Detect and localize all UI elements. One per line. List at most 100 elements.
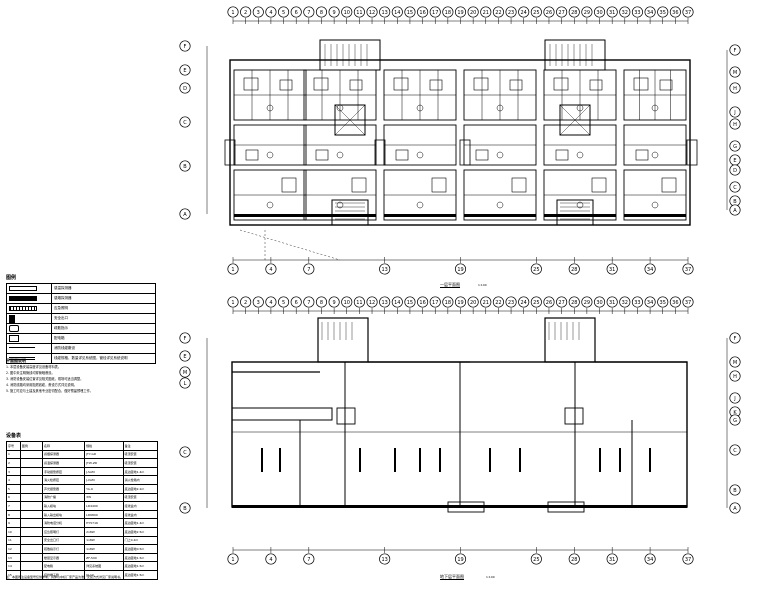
axis-bubble-circle <box>682 263 694 275</box>
axis-bubble-circle <box>669 296 681 308</box>
axis-bubble-circle <box>644 6 656 18</box>
legend-label: 疏散指示 <box>51 323 156 334</box>
axis-bubble-label: 11 <box>356 10 362 16</box>
elevator-shaft <box>334 104 366 136</box>
axis-bubble-label: 2 <box>244 10 247 16</box>
axis-bubble-label: L <box>184 381 187 387</box>
column-axis-bubble-top: 17 <box>429 296 441 308</box>
axis-bubble-circle <box>341 296 353 308</box>
plan-title-basement: 地下层平面图 <box>440 574 464 579</box>
axis-bubble-circle <box>303 6 315 18</box>
axis-bubble-label: 29 <box>584 300 590 306</box>
axis-bubble-label: 32 <box>622 300 628 306</box>
equipment-cell: 底边距地1.5m <box>122 561 159 571</box>
apartment-unit <box>233 69 307 221</box>
axis-bubble-label: 23 <box>508 300 514 306</box>
column-axis-bubble-top: 34 <box>644 6 656 18</box>
axis-bubble-label: 9 <box>333 10 336 16</box>
legend-symbol <box>6 343 52 354</box>
axis-bubble-circle <box>454 6 467 18</box>
column-axis-bubble-bottom: 31 <box>606 553 618 565</box>
equipment-cell <box>19 466 43 477</box>
row-axis-bubble-right: M <box>729 356 741 368</box>
axis-bubble-circle <box>492 296 504 308</box>
axis-bubble-circle <box>619 296 631 308</box>
elevator-shaft <box>559 104 591 136</box>
legend-label: 消防线缆敷设 <box>51 343 156 354</box>
axis-bubble-circle <box>568 6 580 18</box>
axis-bubble-label: J <box>733 110 735 116</box>
axis-bubble-label: 24 <box>521 300 527 306</box>
axis-bubble-label: H <box>733 86 737 92</box>
legend-row: 疏散指示 <box>6 323 156 334</box>
axis-bubble-label: 10 <box>344 300 350 306</box>
bay-window <box>459 139 471 166</box>
legend-symbol <box>6 333 52 344</box>
light-band-icon <box>9 286 37 291</box>
axis-bubble-label: 17 <box>432 300 438 306</box>
equipment-table-title: 设备表 <box>6 433 22 439</box>
axis-bubble-label: 34 <box>647 557 653 563</box>
axis-bubble-label: 37 <box>685 557 691 563</box>
axis-bubble-circle <box>366 6 378 18</box>
axis-bubble-label: 37 <box>685 300 691 306</box>
column-axis-bubble-top: 31 <box>606 296 618 308</box>
equipment-cell: 规格 <box>84 441 124 451</box>
equipment-cell: 底边距地1.4m <box>122 466 159 477</box>
legend-symbol <box>6 303 52 314</box>
axis-bubble-label: 4 <box>269 10 272 16</box>
column-axis-bubble-top: 6 <box>290 6 302 18</box>
axis-bubble-circle <box>404 6 416 18</box>
row-axis-bubble-right: J <box>729 106 741 118</box>
equipment-cell: 底边距地2.2m <box>122 483 159 494</box>
axis-bubble-circle <box>606 6 618 18</box>
row-axis-bubble-left: A <box>179 208 191 220</box>
axis-bubble-circle <box>429 296 441 308</box>
structural-column <box>279 448 281 472</box>
axis-bubble-circle <box>729 356 741 368</box>
fixture-box <box>395 149 409 161</box>
axis-bubble-label: B <box>183 164 187 170</box>
column-axis-bubble-top: 19 <box>454 6 467 18</box>
axis-bubble-label: 5 <box>282 300 285 306</box>
row-axis-bubble-right: A <box>729 502 741 514</box>
stair-well <box>544 39 606 71</box>
lamp-icon <box>9 325 19 332</box>
column-axis-bubble-top: 16 <box>417 296 429 308</box>
axis-bubble-label: C <box>733 185 737 191</box>
fixture-box <box>555 149 569 161</box>
column-axis-bubble-bottom: 7 <box>303 263 315 275</box>
equipment-cell <box>19 544 43 554</box>
axis-bubble-circle <box>303 553 315 565</box>
axis-bubble-label: B <box>733 488 737 494</box>
column-axis-bubble-top: 5 <box>278 296 290 308</box>
column-axis-bubble-top: 15 <box>404 296 416 308</box>
notes-title: 平面图说明 <box>6 358 26 363</box>
axis-bubble-circle <box>682 6 694 18</box>
column-axis-bubble-bottom: 13 <box>379 553 391 565</box>
equipment-cell: 吸顶安装 <box>122 458 159 468</box>
axis-bubble-label: C <box>733 448 737 454</box>
axis-bubble-circle <box>179 350 191 362</box>
axis-bubble-label: 33 <box>634 10 640 16</box>
fixture-box <box>475 149 489 161</box>
column-axis-bubble-bottom: 4 <box>265 263 277 275</box>
axis-bubble-label: A <box>183 212 187 218</box>
structural-column <box>359 448 361 472</box>
axis-bubble-label: E <box>183 68 186 74</box>
axis-bubble-label: 31 <box>609 267 615 273</box>
column-axis-bubble-top: 8 <box>315 6 328 18</box>
axis-bubble-circle <box>179 160 191 172</box>
axis-bubble-label: 28 <box>571 267 577 273</box>
axis-bubble-label: F <box>184 336 187 342</box>
device-symbol <box>576 201 584 209</box>
basement-floor-plan <box>231 317 688 513</box>
axis-bubble-label: M <box>733 360 737 366</box>
column-axis-bubble-top: 24 <box>518 6 530 18</box>
row-axis-bubble-left: L <box>179 377 191 389</box>
column-axis-bubble-top: 14 <box>391 6 403 18</box>
axis-bubble-circle <box>729 140 741 152</box>
equipment-cell: 消防广播 <box>41 492 86 503</box>
